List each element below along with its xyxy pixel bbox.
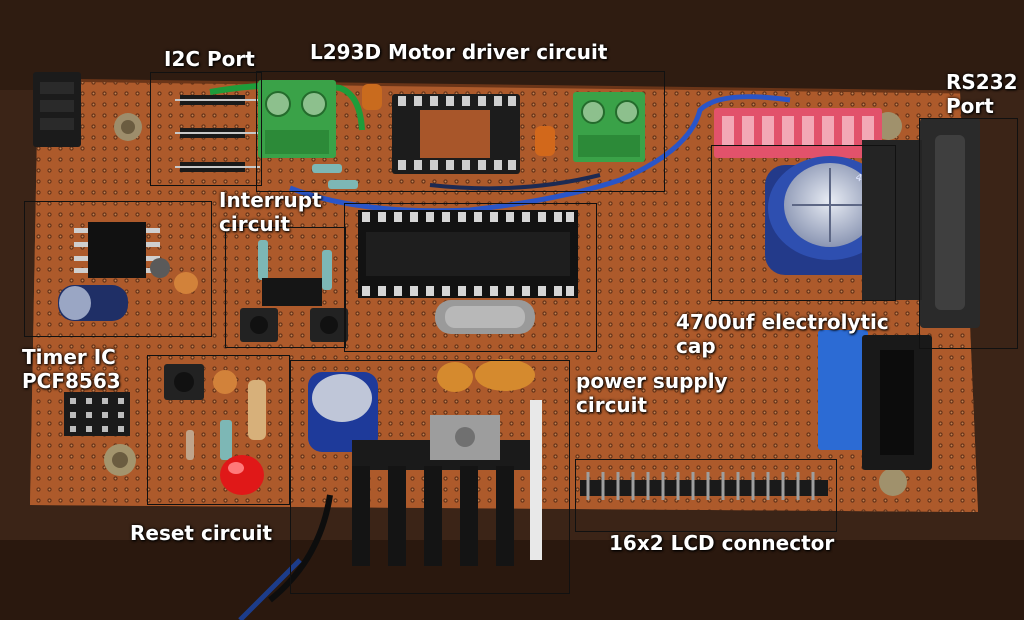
i2c-port-label: I2C Port — [164, 47, 255, 71]
timer-header-pins — [64, 392, 130, 436]
i2c-header-pins — [175, 95, 260, 172]
voltage-regulator-heatsink — [352, 400, 542, 566]
interrupt-circuit-label: Interrupt circuit — [219, 188, 322, 236]
timer-ic-box — [24, 201, 212, 337]
mounting-screws — [104, 112, 907, 496]
crystal-oscillator — [435, 300, 535, 334]
motor-driver-label: L293D Motor driver circuit — [310, 40, 608, 64]
interrupt-circuit-box — [225, 227, 346, 348]
small-capacitors — [362, 84, 555, 156]
timer-ic-label: Timer IC PCF8563 — [22, 345, 121, 393]
top-left-header — [33, 72, 81, 147]
ceramic-capacitors — [174, 272, 535, 394]
i2c-port-box — [150, 72, 262, 186]
large-electrolytic-capacitor: 4700uF — [765, 156, 895, 275]
reset-circuit-box — [147, 355, 290, 505]
lcd-connector-label: 16x2 LCD connector — [609, 531, 835, 555]
motor-driver-box — [256, 71, 665, 192]
microcontroller-box — [344, 203, 597, 352]
timer-backup-capacitor — [58, 285, 128, 321]
power-supply-label: power supply circuit — [576, 369, 728, 417]
timer-ic-pcf8563 — [74, 222, 170, 278]
box-header-right — [862, 335, 932, 470]
terminal-block-left — [258, 80, 336, 158]
resistors-top — [312, 164, 358, 189]
reset-circuit-label: Reset circuit — [130, 521, 273, 545]
rs232-port-box — [919, 118, 1018, 349]
capacitor-box — [711, 145, 896, 301]
lcd-connector-pins — [580, 472, 828, 500]
terminal-block-right — [573, 92, 645, 162]
rs232-port-label: RS232 Port — [946, 70, 1018, 118]
lcd-connector-box — [575, 459, 837, 532]
reset-components — [164, 364, 266, 495]
microcontroller-ic — [358, 210, 578, 298]
power-supply-capacitor — [308, 372, 378, 452]
power-supply-box — [290, 360, 570, 594]
interrupt-components — [240, 240, 348, 342]
rs232-connector — [862, 118, 980, 328]
blue-box-capacitor — [818, 330, 868, 450]
capacitor-label: 4700uf electrolytic cap — [676, 310, 889, 358]
l293d-socket — [392, 94, 520, 174]
